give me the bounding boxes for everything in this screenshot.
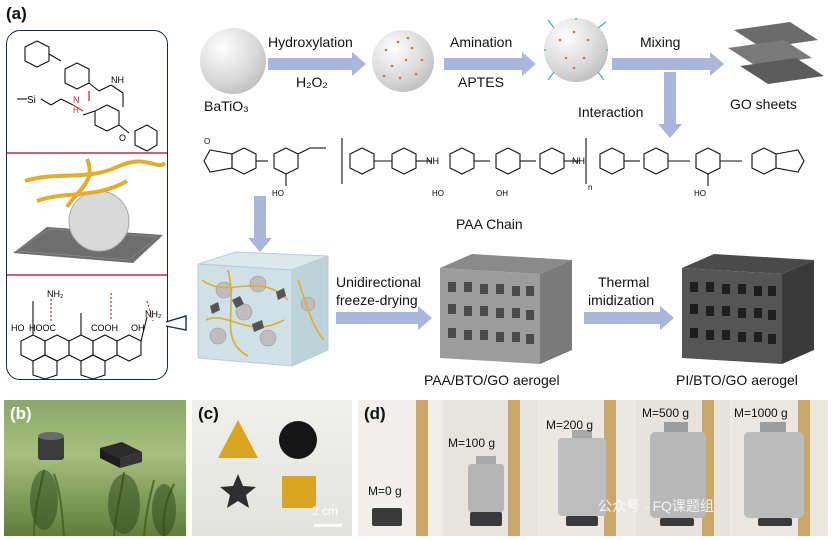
paa-fiber-2 [36,179,129,203]
nh2-label-right: NH₂ [145,309,162,319]
gold-square [282,476,316,508]
mixing-label: Mixing [640,34,681,50]
scale-bar [314,524,342,527]
paa-chain-structure: O NH NH n HO HO O [196,128,826,220]
aerogel-0g [372,508,402,526]
black-star [220,474,256,508]
thermal-label-2: imidization [588,292,655,308]
mass-label-500: M=500 g [642,406,690,420]
paa-fiber-3 [65,158,92,209]
mass-label-0: M=0 g [368,484,402,498]
arrow-freeze-drying [336,306,432,330]
watermark: 公众号 · FQ课题组 [598,498,714,514]
interface-inset: Si NH N H O NH₂ NH₂ HOO [6,30,168,380]
photo-d-weights [358,400,828,536]
nh2-label-left: NH₂ [47,289,64,299]
paa-ho-2: HO [432,189,444,198]
aerogel-cube [100,442,142,458]
weight-200g [558,430,606,516]
paa-aerogel-drawing [440,254,572,364]
paa-chain-label: PAA Chain [456,216,523,232]
svg-text:O: O [204,137,210,146]
h-red-label: H [73,106,79,115]
arrow-hydroxylation [268,52,366,76]
batio3-sphere [200,28,266,94]
arrow-mixing [612,52,724,76]
batio3-label: BaTiO₃ [204,98,249,114]
photo-b-drawing [30,432,176,536]
freeze-label-1: Unidirectional [336,274,421,290]
panel-a-label: (a) [6,4,27,23]
panel-d-label: (d) [364,404,386,423]
cube-drawing [197,251,329,367]
cooh-label: COOH [91,323,118,333]
bto-sphere-inset [68,190,130,252]
paa-aerogel-block [436,252,576,368]
weight-500g [650,422,706,518]
hydroxylation-label: Hydroxylation [268,34,353,50]
mass-label-200: M=200 g [546,418,594,432]
arrow-amination [444,52,536,76]
scale-bar-label: 2 cm [312,504,339,518]
pi-aerogel-label: PI/BTO/GO aerogel [676,372,798,388]
photo-d-drawing [358,400,828,536]
hydroxylated-sphere [372,30,434,92]
paa-fiber-1 [24,159,167,183]
paa-nh-2: NH [572,156,585,166]
hydroxyl-dots [382,36,424,80]
weight-100g [468,456,504,512]
h2o2-label: H₂O₂ [296,74,328,90]
paa-oh-1: OH [496,189,508,198]
go-structure [20,301,148,379]
panel-c-label: (c) [198,404,219,423]
paa-aerogel-label: PAA/BTO/GO aerogel [424,372,560,388]
paa-ho-3: HO [694,189,706,198]
composite-hydrogel-cube [188,250,334,368]
ho-label: HO [11,323,25,333]
pi-aerogel-drawing [682,254,814,364]
photo-c-drawing [218,420,342,527]
freeze-label-2: freeze-drying [336,292,418,308]
go-sheets-label: GO sheets [730,96,797,112]
paa-n-subscript: n [588,183,592,192]
interaction-label: Interaction [578,104,644,120]
thermal-label-1: Thermal [598,274,650,290]
n-red-label: N [73,95,80,105]
aminated-sphere [544,18,608,82]
gold-triangle [218,420,258,458]
inset-drawing: Si NH N H O NH₂ NH₂ HOO [7,40,167,379]
paa-nh-1: NH [426,156,439,166]
aerogel-cylinder [38,436,64,460]
arrow-imidization [584,306,674,330]
panel-b-label: (b) [10,404,32,423]
aptes-chains [544,18,608,81]
paa-ho-1: HO [272,189,284,198]
si-label: Si [27,95,36,106]
photo-b-plants [4,400,186,536]
nh-top-label: NH [111,75,124,85]
aptes-label: APTES [458,74,504,90]
photo-c-shapes [192,400,352,536]
paa-chain-drawing: O NH NH n HO HO O [203,137,805,198]
pi-aerogel-block [678,252,818,368]
oh-label: OH [131,323,145,333]
weight-1000g [744,422,804,518]
amination-label: Amination [450,34,513,50]
mass-label-1000: M=1000 g [734,406,788,420]
hooc-label: HOOC [29,323,57,333]
mass-label-100: M=100 g [448,436,496,450]
black-circle [279,421,317,459]
o-label: O [119,133,126,143]
